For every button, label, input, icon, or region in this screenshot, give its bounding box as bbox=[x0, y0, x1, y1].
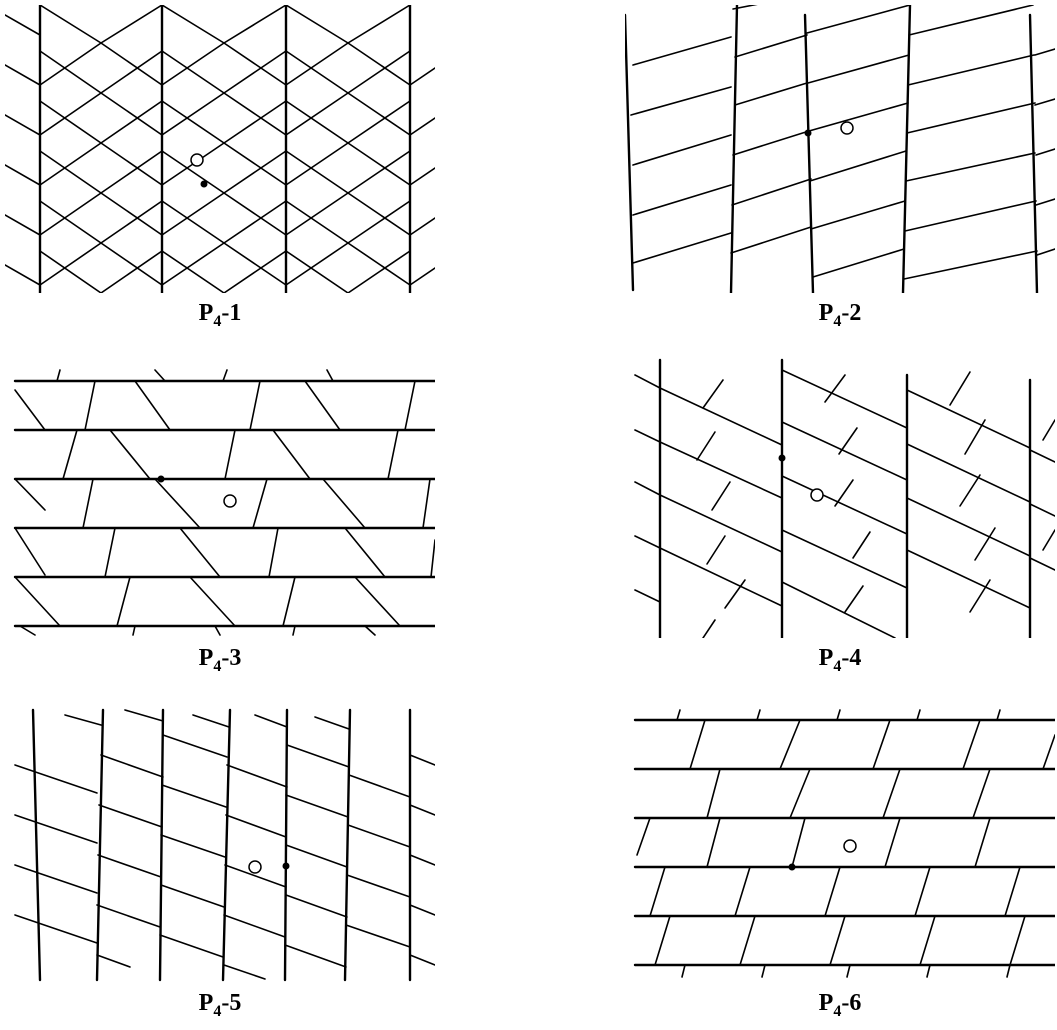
filled-marker bbox=[778, 454, 786, 462]
tiling-p4-1-drawing bbox=[5, 5, 435, 293]
tiling-panel-p4-3: P4-3 bbox=[5, 350, 435, 685]
filled-marker bbox=[788, 863, 796, 871]
panel-label-p4-2: P4-2 bbox=[818, 300, 862, 330]
hollow-marker bbox=[843, 839, 857, 853]
tiling-panel-p4-1: P4-1 bbox=[5, 5, 435, 340]
tiling-lines bbox=[5, 5, 435, 293]
panel-label-p4-3: P4-3 bbox=[198, 645, 242, 675]
panel-label-p4-5: P4-5 bbox=[198, 990, 242, 1020]
tiling-panel-p4-5: P4-5 bbox=[5, 695, 435, 1030]
tiling-p4-2-drawing bbox=[625, 5, 1055, 293]
panel-label-p4-6: P4-6 bbox=[818, 990, 862, 1020]
tiling-lines bbox=[13, 369, 435, 636]
hollow-marker bbox=[840, 121, 854, 135]
tiling-lines bbox=[633, 709, 1055, 978]
tiling-p4-4-drawing bbox=[634, 358, 1055, 638]
tiling-lines bbox=[14, 708, 435, 982]
filled-marker bbox=[157, 475, 165, 483]
filled-marker bbox=[804, 129, 812, 137]
filled-marker bbox=[200, 180, 208, 188]
panel-label-p4-4: P4-4 bbox=[818, 645, 862, 675]
tiling-p4-6-drawing bbox=[633, 709, 1055, 978]
panel-label-p4-1: P4-1 bbox=[198, 300, 242, 330]
tiling-p4-3-drawing bbox=[13, 369, 435, 636]
hollow-marker bbox=[810, 488, 824, 502]
filled-marker bbox=[282, 862, 290, 870]
tiling-panel-p4-6: P4-6 bbox=[625, 695, 1055, 1030]
hollow-marker bbox=[248, 860, 262, 874]
tiling-p4-5-drawing bbox=[14, 708, 435, 982]
tiling-panel-p4-2: P4-2 bbox=[625, 5, 1055, 340]
hollow-marker bbox=[223, 494, 237, 508]
hollow-marker bbox=[190, 153, 204, 167]
tiling-lines bbox=[634, 358, 1055, 638]
tiling-panel-p4-4: P4-4 bbox=[625, 350, 1055, 685]
tiling-lines bbox=[625, 5, 1055, 293]
